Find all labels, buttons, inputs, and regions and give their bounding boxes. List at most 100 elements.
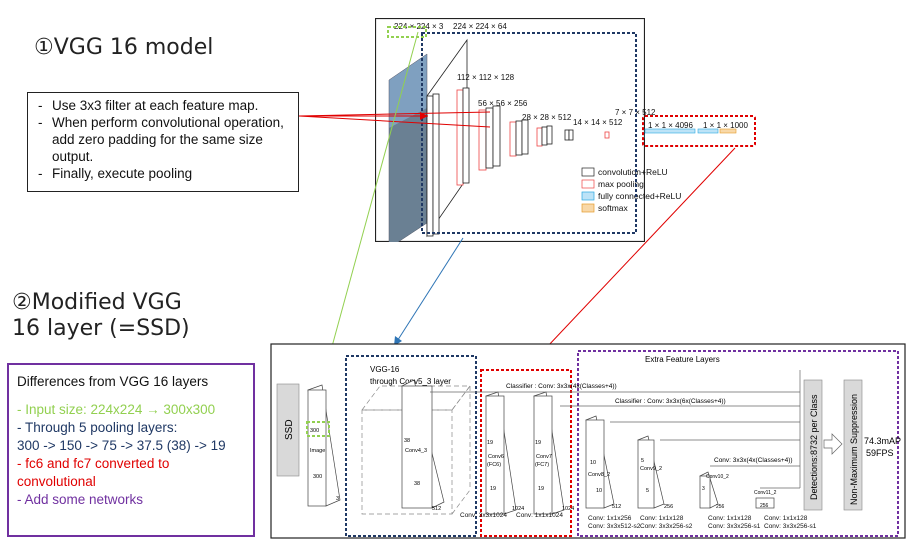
classifier1-text: Classifier : Conv: 3x3x(4x(Classes+4)) [506,383,617,390]
conv7-sub: (FC7) [535,462,549,468]
ssd-image-label: Image [310,448,325,454]
conv6-dim1: 19 [487,440,493,446]
differences-box: Differences from VGG 16 layers - Input s… [7,363,255,537]
conv7-label: Conv7 [536,454,552,460]
ssd-image-size-side: 300 [313,474,322,480]
nms-label: Non-Maximum Suppression [849,394,859,505]
note-item: When perform convolutional operation, ad… [38,114,292,165]
detections-label: Detections:8732 per Class [809,394,819,500]
conv10-label: Conv10_2 [706,474,729,480]
bottom-caption: Conv: 3x3x1024 [460,512,507,519]
conv6-sub: (FC6) [487,462,501,468]
section1-title: ①VGG 16 model [34,35,214,60]
bottom-caption: Conv: 1x1x128 [708,515,752,522]
conv9-label: Conv9_2 [640,466,662,472]
bottom-caption: Conv: 1x1x256 [588,515,632,522]
diff-input-size: - Input size: 224x224 → 300x300 [17,402,216,417]
ssd-vgg-highlight [345,355,477,537]
vgg-dim: 14 × 14 × 512 [573,118,623,127]
legend-label: softmax [598,203,629,213]
legend-label: max pooling [598,179,644,189]
conv6-dim2: 19 [490,486,496,492]
conv8-dim1: 10 [590,460,596,466]
conv8-label: Conv8_2 [588,472,610,478]
red-link [529,147,736,366]
ssd-vgg-title: VGG-16 [370,365,400,374]
section2-title-line1: ②Modified VGG [12,290,182,315]
section2-title-line2: 16 layer (=SSD) [12,316,190,341]
conv4-label: Conv4_3 [405,448,427,454]
conv9-dim1: 5 [641,458,644,464]
conv11-label: Conv11_2 [754,490,777,496]
notes-box: Use 3x3 filter at each feature map. When… [27,92,299,192]
vgg-dim: 1 × 1 × 4096 [648,121,693,130]
note-item: Finally, execute pooling [38,165,292,182]
bottom-caption: Conv: 1x1x128 [764,515,808,522]
detections-block [803,379,823,511]
ssd-label-block [276,383,300,477]
map-label: 74.3mAP [864,436,901,446]
fc-layer-2 [697,128,719,134]
vgg16-diagram [375,18,645,242]
classifier2-text: Classifier : Conv: 3x3x(6x(Classes+4)) [615,398,726,405]
fps-label: 59FPS [866,448,894,458]
bottom-caption: Conv: 3x3x512-s2 [588,523,641,530]
diff-pooling-values: 300 -> 150 -> 75 -> 37.5 (38) -> 19 [17,438,226,453]
legend-label: fully connected+ReLU [598,191,681,201]
bottom-caption: Conv: 3x3x256-s2 [640,523,693,530]
legend-swatch-pool [581,179,595,189]
classifier-lines [430,370,801,489]
diff-fc: - fc6 and fc7 converted to convolutional [17,456,170,489]
conv11-block [755,497,775,509]
blue-link [393,237,464,347]
vgg-dim: 1 × 1 × 1000 [703,121,748,130]
softmax-bar [719,128,737,134]
diff-networks: - Add some networks [17,492,144,507]
conv8-dim2: 10 [596,488,602,494]
legend-swatch-fc [581,191,595,201]
vgg-dim: 224 × 224 × 64 [453,22,507,31]
conv4-dim2: 38 [414,481,420,487]
conv7-dim1: 19 [535,440,541,446]
vgg-dim: 28 × 28 × 512 [522,113,572,122]
vgg-dim: 7 × 7 × 512 [615,108,656,117]
conv4-ch: 512 [432,506,441,512]
bottom-caption: Conv: 1x1x128 [640,515,684,522]
bottom-caption: Conv: 1x1x1024 [516,512,563,519]
classifier3-text: Conv: 3x3x(4x(Classes+4)) [714,457,793,464]
vgg-conv-highlight [421,32,637,234]
conv9-dim2: 5 [646,488,649,494]
conv8-ch: 512 [612,504,621,510]
fc-layer-1 [644,128,696,134]
conv11-ch: 256 [760,503,769,509]
conv10-ch: 256 [716,504,725,510]
extra-highlight [577,350,899,537]
extra-title: Extra Feature Layers [645,355,720,364]
ssd-label: SSD [284,419,295,440]
conv9-ch: 256 [664,504,673,510]
legend-swatch-conv [581,167,595,177]
bottom-caption: Conv: 3x3x256-s1 [764,523,817,530]
conv6-ch: 1024 [512,506,524,512]
diff-pooling: - Through 5 pooling layers: [17,420,178,435]
vgg-dim: 56 × 56 × 256 [478,99,528,108]
ssd-image-channels: 3 [336,496,339,502]
ssd-input-highlight [306,421,330,437]
differences-title: Differences from VGG 16 layers [17,374,209,389]
legend-swatch-softmax [581,203,595,213]
nms-arrow-icon [823,433,843,455]
vgg-legend: convolution+ReLU max pooling fully conne… [581,167,681,213]
note-item: Use 3x3 filter at each feature map. [38,97,292,114]
ssd-fc-highlight [480,369,572,537]
vgg-dim: 112 × 112 × 128 [457,73,515,82]
vgg-input-highlight [387,26,427,38]
conv10-dim1: 3 [702,486,705,492]
ssd-image-size-top: 300 [310,428,319,434]
legend-label: convolution+ReLU [598,167,668,177]
conv4-dim1: 38 [404,438,410,444]
notes-arrows [298,111,491,128]
conv7-ch: 1024 [562,506,574,512]
conv6-label: Conv6 [488,454,504,460]
conv7-dim2: 19 [538,486,544,492]
